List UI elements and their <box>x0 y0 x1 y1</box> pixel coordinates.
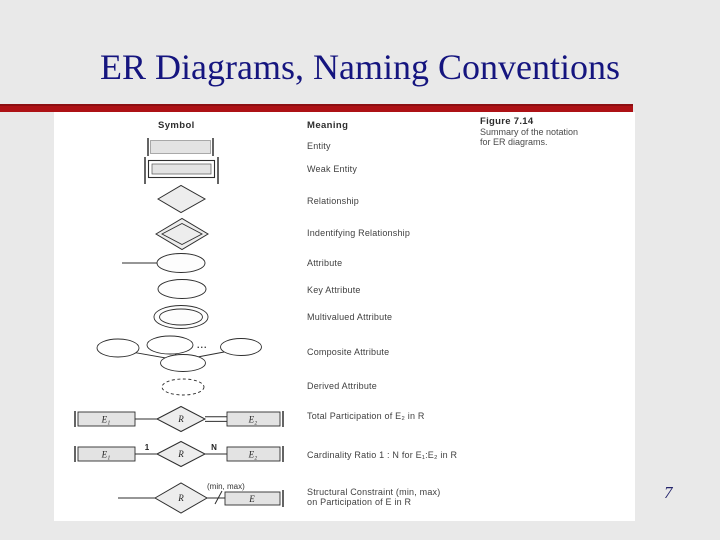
min-max-annotation: (min, max) <box>207 482 245 491</box>
meaning-label-multivalued-attribute: Multivalued Attribute <box>307 312 393 322</box>
entity2-label: E₂ <box>248 450 258 460</box>
meaning-label-derived-attribute: Derived Attribute <box>307 381 377 391</box>
key-attribute-symbol <box>157 279 207 299</box>
composite-attribute-symbol: ... <box>96 335 262 372</box>
relationship-label: R <box>177 414 184 424</box>
relationship-symbol <box>157 184 207 214</box>
column-header-meaning: Meaning <box>307 120 349 131</box>
cardinality-ratio-symbol: E₁ 1 R N E₂ <box>74 440 284 468</box>
total-participation-symbol: E₁ R E₂ <box>74 405 284 433</box>
relationship-label: R <box>177 449 184 459</box>
column-header-symbol: Symbol <box>158 120 195 131</box>
weak-entity-symbol <box>144 157 219 184</box>
cardinality-one-label: 1 <box>145 443 150 452</box>
figure-caption-line1: Summary of the notation <box>480 127 579 137</box>
meaning-label-identifying-relationship: Indentifying Relationship <box>307 228 411 238</box>
multivalued-attribute-symbol <box>153 305 209 329</box>
structural-constraint-symbol: R (min, max) E <box>118 482 284 514</box>
meaning-label-total-participation: Total Participation of E₂ in R <box>307 411 425 421</box>
figure-caption: Figure 7.14 Summary of the notation for … <box>480 116 578 147</box>
attribute-symbol <box>122 253 206 273</box>
meaning-label-weak-entity: Weak Entity <box>307 164 358 174</box>
structural-constraint-line1: Structural Constraint (min, max) <box>307 487 441 497</box>
figure-panel: Symbol Meaning Figure 7.14 Summary of th… <box>54 112 635 521</box>
page-number: 7 <box>664 483 673 502</box>
meaning-label-relationship: Relationship <box>307 196 359 206</box>
composite-ellipsis-dots: ... <box>197 340 208 350</box>
figure-caption-line2: for ER diagrams. <box>480 137 548 147</box>
er-notation-symbols-graphic: ... E₁ R E₂ <box>74 138 284 514</box>
entity2-label: E₂ <box>248 415 258 425</box>
title-divider-rule <box>0 104 633 112</box>
derived-attribute-symbol <box>161 378 205 396</box>
cardinality-n-label: N <box>211 443 217 452</box>
identifying-relationship-symbol <box>155 217 209 251</box>
meaning-label-key-attribute: Key Attribute <box>307 285 361 295</box>
entity1-label: E₁ <box>101 450 111 460</box>
meaning-label-entity: Entity <box>307 141 331 151</box>
meaning-label-composite-attribute: Composite Attribute <box>307 347 390 357</box>
structural-constraint-line2: on Participation of E in R <box>307 497 412 507</box>
entity1-label: E₁ <box>101 415 111 425</box>
meaning-label-structural-constraint: Structural Constraint (min, max) on Part… <box>307 487 440 507</box>
meaning-label-attribute: Attribute <box>307 258 343 268</box>
entity-symbol <box>147 138 214 156</box>
page-title: ER Diagrams, Naming Conventions <box>100 47 620 87</box>
meaning-label-cardinality-ratio: Cardinality Ratio 1 : N for E₁:E₂ in R <box>307 450 458 460</box>
relationship-label: R <box>177 493 184 503</box>
entity-label: E <box>248 494 255 504</box>
figure-caption-title: Figure 7.14 <box>480 116 534 127</box>
